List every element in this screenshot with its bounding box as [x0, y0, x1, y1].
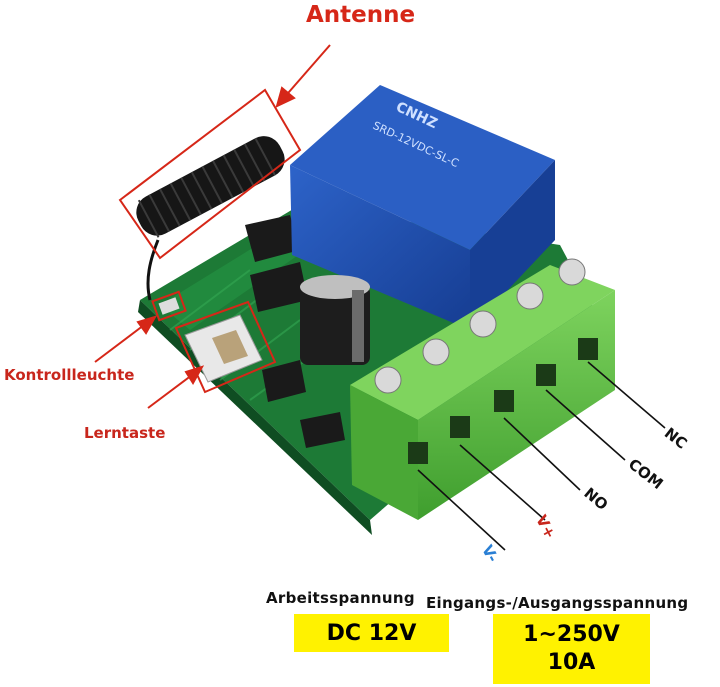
terminal-block: [350, 258, 615, 520]
learn-button-part: [174, 300, 277, 394]
working-voltage-value: DC 12V: [326, 620, 417, 646]
chip-top: [245, 215, 300, 262]
terminal-slots: [408, 338, 598, 464]
chip-middle: [250, 262, 308, 312]
io-voltage-value: 1~250V: [523, 622, 620, 647]
antenna-part: [118, 88, 302, 301]
indicator-led: [151, 290, 187, 322]
learn-button-label: Lerntaste: [84, 424, 166, 442]
io-voltage-caption: Eingangs-/Ausgangsspannung: [426, 594, 689, 612]
diode: [300, 412, 345, 448]
working-voltage-box: DC 12V: [294, 614, 449, 652]
terminal-screws: [374, 258, 586, 394]
terminal-leader-lines: [417, 361, 666, 551]
capacitor: [300, 275, 370, 365]
relay: CNHZ SRD-12VDC-SL-C: [290, 85, 555, 330]
working-voltage-caption: Arbeitsspannung: [266, 589, 415, 607]
chip-lower: [262, 360, 306, 402]
antenna-label: Antenne: [306, 2, 416, 28]
io-current-value: 10A: [547, 650, 596, 675]
io-voltage-box: 1~250V 10A: [493, 614, 650, 684]
callout-arrows: [94, 44, 331, 409]
indicator-label: Kontrollleuchte: [4, 366, 135, 384]
